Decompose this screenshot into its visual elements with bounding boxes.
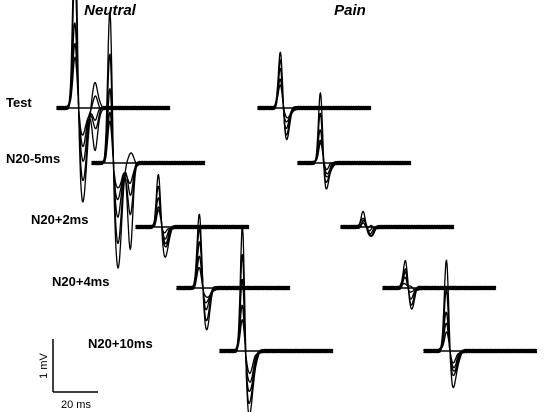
waveform-trace (135, 173, 250, 258)
waveform-trace (297, 139, 412, 175)
trace-panel (382, 260, 497, 310)
waveform-trace (219, 253, 334, 405)
trace-panel (340, 210, 455, 237)
waveform-trace (423, 322, 538, 369)
trace-panel (257, 51, 372, 141)
waveform-trace (56, 42, 171, 148)
waveform-trace (257, 67, 372, 130)
waveform-trace (91, 53, 206, 245)
trace-panel (176, 213, 291, 331)
waveform-trace (340, 210, 455, 237)
waveform-trace (257, 78, 372, 123)
trace-panel (297, 92, 412, 190)
waveform-trace (176, 255, 291, 304)
scale-bars: 1 mV 20 ms (38, 339, 98, 411)
waveform-trace (340, 222, 455, 230)
waveform-trace (257, 59, 372, 136)
waveform-trace (219, 319, 334, 375)
waveform-trace (176, 228, 291, 322)
time-scale-label: 20 ms (61, 399, 91, 411)
row-labels: Test N20-5ms N20+2ms N20+4ms N20+10ms (6, 95, 153, 351)
waveform-trace (135, 206, 250, 240)
waveform-trace (176, 213, 291, 331)
row-label-test: Test (6, 95, 32, 110)
trace-panel (423, 259, 538, 389)
waveform-trace (382, 282, 497, 291)
column-title-neutral: Neutral (84, 2, 137, 19)
trace-panel (56, 0, 171, 203)
waveform-trace (382, 260, 497, 310)
trace-panel (91, 11, 206, 269)
waveform-trace (423, 259, 538, 389)
row-label-n20-plus-2ms: N20+2ms (31, 212, 88, 227)
waveform-trace (91, 120, 206, 251)
waveform-trace (423, 331, 538, 364)
waveform-trace (340, 219, 455, 235)
waveform-trace (56, 56, 171, 136)
trace-panel (219, 226, 334, 412)
waveform-trace (219, 278, 334, 393)
waveform-trace (257, 84, 372, 119)
waveform-trace (423, 311, 538, 372)
row-label-n20-plus-10ms: N20+10ms (88, 336, 153, 351)
trace-panels (56, 0, 538, 412)
waveform-trace (423, 289, 538, 377)
waveform-trace (176, 241, 291, 311)
waveform-trace (297, 142, 412, 171)
waveform-trace (135, 209, 250, 234)
column-title-pain: Pain (334, 2, 366, 19)
waveform-trace (135, 185, 250, 248)
trace-panel (135, 173, 250, 258)
waveform-trace (135, 197, 250, 245)
waveform-trace (297, 129, 412, 178)
waveform-trace (297, 112, 412, 183)
row-label-n20-minus-5ms: N20-5ms (6, 151, 60, 166)
amplitude-scale-label: 1 mV (38, 353, 50, 379)
waveform-trace (91, 11, 206, 269)
row-label-n20-plus-4ms: N20+4ms (52, 274, 109, 289)
waveform-trace (257, 51, 372, 141)
waveform-trace (176, 266, 291, 298)
waveform-trace (219, 226, 334, 412)
waveform-trace (340, 217, 455, 237)
